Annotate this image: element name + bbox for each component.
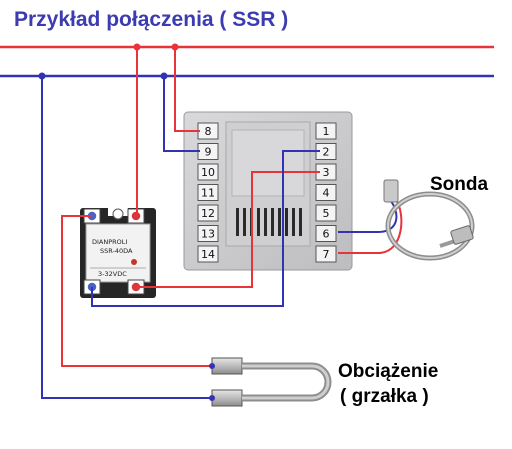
right-terminal-box-1 [315, 122, 337, 140]
heater-element [209, 357, 332, 407]
wire-neutral-to-heater [41, 76, 212, 399]
wire-terminal-2-to-ssr [91, 150, 320, 307]
left-terminal-box-14 [197, 245, 219, 263]
left-terminal-label-8: 8 [205, 125, 212, 138]
probe-label: Sonda [430, 174, 488, 195]
left-terminal-label-11: 11 [201, 187, 215, 200]
wire-ssr-to-heater [61, 215, 212, 367]
left-terminal-box-12 [197, 204, 219, 222]
load-sublabel: ( grzałka ) [340, 386, 429, 407]
red-wires [61, 47, 378, 367]
right-terminal-label-3: 3 [323, 166, 330, 179]
ssr-led [131, 259, 137, 265]
right-terminal-block: 1 2 3 4 5 6 7 [315, 122, 337, 263]
right-terminal-label-2: 2 [323, 146, 330, 159]
right-terminal-label-7: 7 [323, 248, 330, 261]
left-terminal-label-9: 9 [205, 146, 212, 159]
right-terminal-label-5: 5 [323, 207, 330, 220]
right-terminal-label-6: 6 [323, 228, 330, 241]
right-terminal-box-4 [315, 184, 337, 201]
left-terminal-label-12: 12 [201, 207, 215, 220]
wire-neutral-to-terminal-9 [163, 76, 200, 152]
junction-dots [38, 43, 179, 80]
right-terminal-label-4: 4 [323, 187, 330, 200]
right-terminal-label-1: 1 [323, 125, 330, 138]
left-terminal-label-13: 13 [201, 228, 215, 241]
load-label: Obciążenie [338, 361, 438, 382]
wire-phase-to-terminal-8 [174, 47, 200, 132]
diagram-title: Przykład połączenia ( SSR ) [14, 8, 289, 31]
left-terminal-label-10: 10 [201, 166, 215, 179]
wire-terminal-3-to-ssr [136, 171, 320, 288]
ssr-input-rating: 3-32VDC [98, 270, 127, 278]
temperature-probe [377, 179, 475, 261]
right-terminal-box-6 [315, 225, 337, 242]
right-terminal-box-5 [315, 204, 337, 222]
ssr-brand: DIANPROLI [92, 238, 127, 246]
solid-state-relay: DIANPROLI SSR-40DA 3-32VDC [80, 208, 156, 298]
blue-wires [41, 76, 378, 399]
left-terminal-box-11 [197, 184, 219, 201]
ssr-model: SSR-40DA [100, 247, 133, 255]
left-terminal-box-10 [197, 163, 219, 181]
left-terminal-label-14: 14 [201, 248, 215, 261]
right-terminal-box-7 [315, 245, 337, 263]
left-terminal-block: 8 9 10 11 12 13 14 [197, 122, 219, 263]
left-terminal-box-13 [197, 225, 219, 242]
